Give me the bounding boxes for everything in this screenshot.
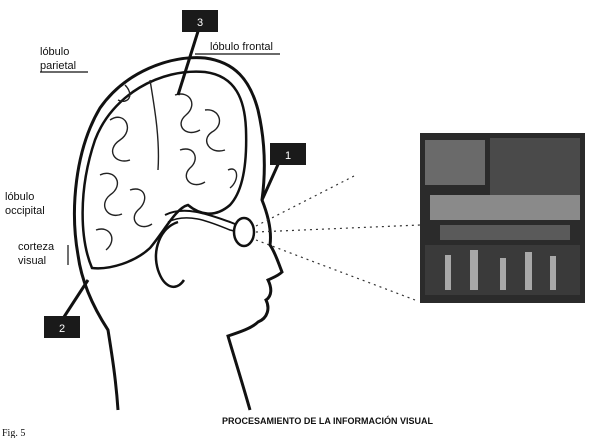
svg-text:2: 2 — [59, 323, 65, 335]
svg-text:1: 1 — [285, 150, 291, 162]
scene-photo — [420, 133, 585, 303]
label-parietal: lóbulo parietal — [40, 46, 76, 72]
eye — [234, 218, 254, 246]
figure-number: Fig. 5 — [2, 428, 25, 438]
marker-3: 3 — [182, 10, 218, 32]
label-corteza: corteza visual — [18, 241, 57, 267]
caption: PROCESAMIENTO DE LA INFORMACIÓN VISUAL — [222, 415, 434, 426]
marker-2: 2 — [44, 316, 80, 338]
label-occipital: lóbulo occipital — [5, 191, 45, 217]
sight-lines — [256, 175, 420, 300]
svg-text:3: 3 — [197, 17, 203, 29]
brain-outline — [83, 72, 247, 269]
marker-1: 1 — [270, 143, 306, 165]
label-frontal: lóbulo frontal — [210, 41, 273, 53]
